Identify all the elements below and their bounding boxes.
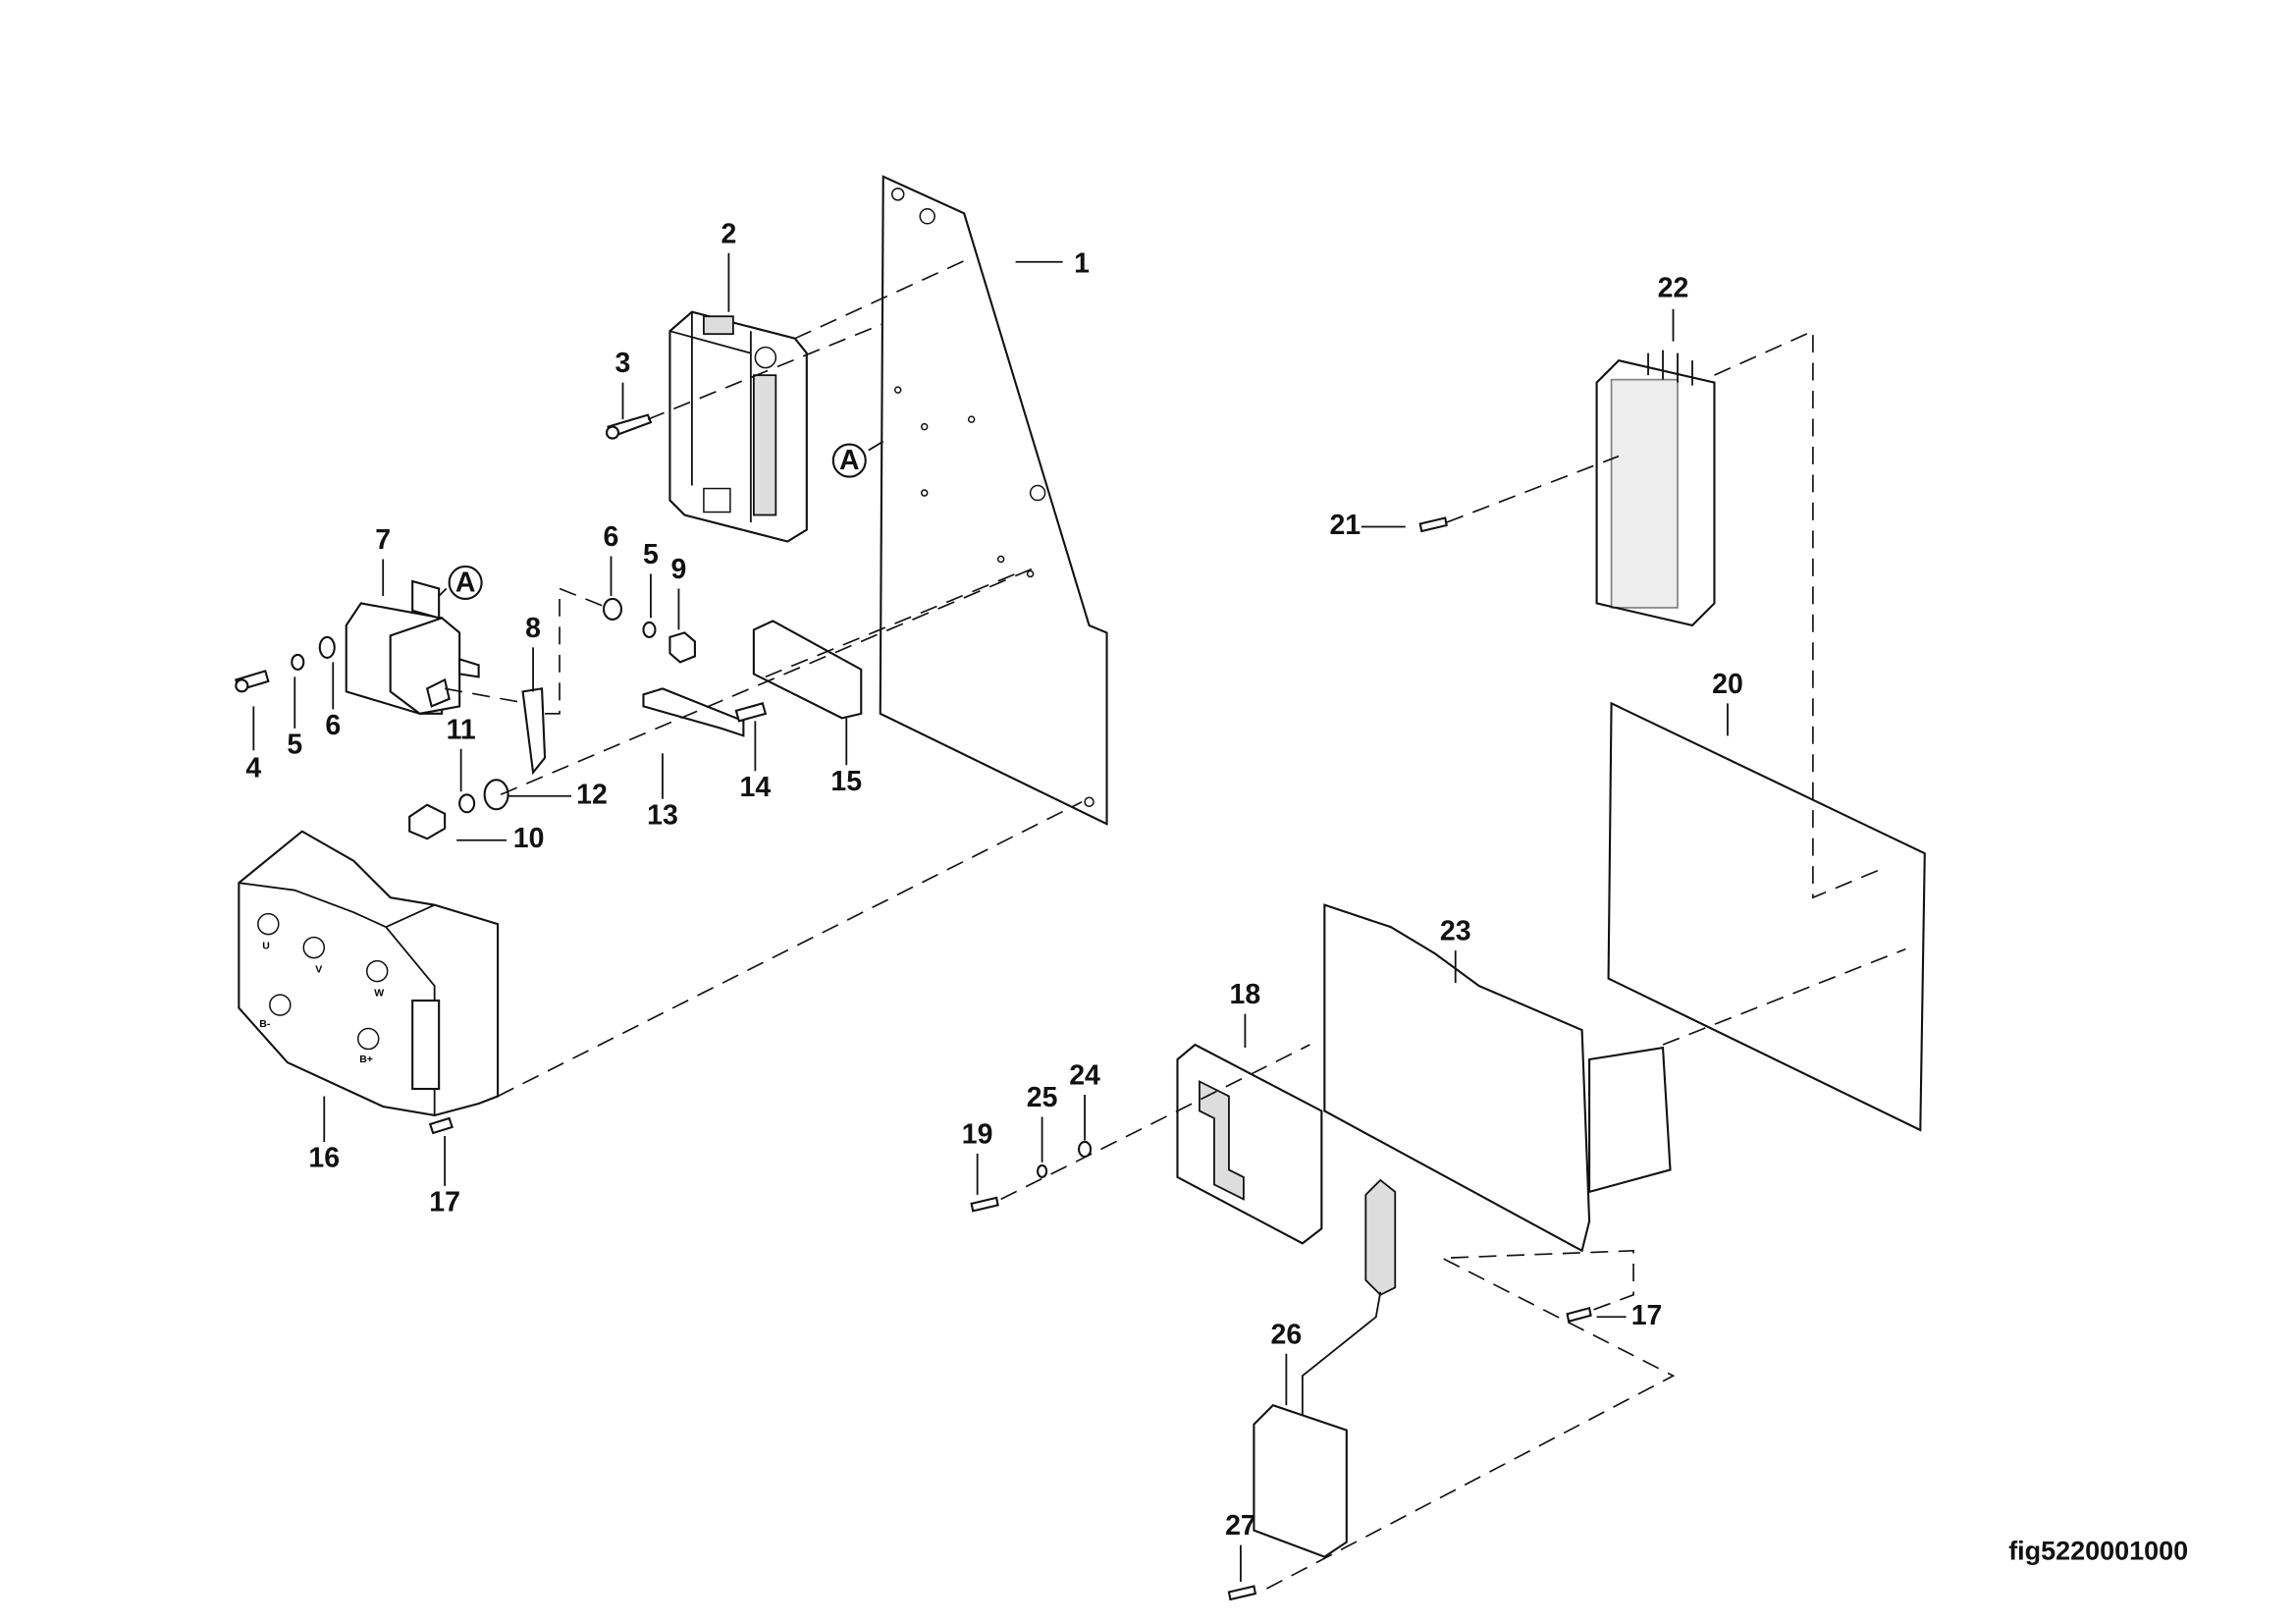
label-part-22: 22 (1658, 273, 1689, 304)
bracket-23 (1323, 903, 1672, 1253)
label-part-17: 17 (429, 1186, 460, 1217)
small-hardware (235, 597, 863, 1135)
svg-text:U: U (262, 942, 270, 952)
svg-text:V: V (315, 965, 322, 976)
leader-lines (252, 252, 1729, 1583)
figure-id: fig5220001000 (2008, 1537, 2188, 1566)
assembly-lines (445, 256, 1906, 1591)
controller-module-2 (668, 310, 808, 543)
label-part-16: 16 (308, 1142, 340, 1173)
screw-3 (605, 413, 653, 440)
motor-controller-16 (238, 830, 500, 1117)
label-part-6: 6 (604, 521, 619, 553)
label-part-17: 17 (1631, 1300, 1663, 1331)
mounting-plate-20 (1607, 701, 1926, 1132)
screw-21 (1418, 516, 1448, 533)
label-part-1: 1 (1074, 247, 1090, 279)
label-part-23: 23 (1440, 916, 1471, 947)
label-part-18: 18 (1230, 979, 1261, 1010)
label-part-12: 12 (576, 779, 608, 810)
label-part-20: 20 (1712, 669, 1743, 700)
label-part-24: 24 (1069, 1060, 1100, 1092)
power-supply-22 (1595, 350, 1716, 627)
label-part-3: 3 (615, 348, 631, 379)
label-part-21: 21 (1329, 510, 1361, 541)
label-part-6: 6 (325, 710, 341, 741)
accelerator-pedal-26 (1253, 1178, 1397, 1558)
label-part-11: 11 (447, 714, 476, 745)
label-part-25: 25 (1027, 1082, 1058, 1113)
label-part-2: 2 (721, 218, 736, 249)
svg-text:A: A (455, 567, 476, 598)
screw-27 (1227, 1585, 1257, 1601)
label-part-7: 7 (375, 524, 391, 556)
screw-19 (970, 1196, 999, 1213)
svg-text:A: A (839, 445, 860, 476)
washer-25 (1037, 1163, 1048, 1178)
label-part-4: 4 (245, 752, 261, 784)
label-part-19: 19 (962, 1118, 993, 1150)
label-part-15: 15 (830, 766, 862, 797)
svg-text:B-: B- (259, 1019, 271, 1030)
svg-text:B+: B+ (359, 1055, 373, 1065)
part-labels: 1 2 3 7 6 5 9 8 4 5 6 11 12 10 13 14 15 … (245, 218, 1742, 1542)
callout-a-plate: A (831, 443, 867, 478)
screw-17b (1566, 1306, 1592, 1324)
contactor-7 (345, 579, 480, 715)
label-part-13: 13 (647, 799, 678, 831)
callout-a-contactor: A (448, 565, 483, 600)
label-part-8: 8 (525, 613, 541, 644)
label-part-9: 9 (671, 554, 687, 585)
label-part-10: 10 (513, 823, 545, 854)
label-part-5: 5 (643, 539, 659, 570)
label-part-5: 5 (287, 729, 302, 760)
label-part-14: 14 (740, 772, 772, 803)
mounting-plate-1 (879, 175, 1108, 826)
terminal-marks: U V W B- B+ (259, 942, 384, 1065)
label-part-26: 26 (1271, 1319, 1303, 1350)
module-18 (1176, 1043, 1323, 1245)
svg-text:W: W (374, 989, 384, 1000)
label-part-27: 27 (1225, 1510, 1256, 1542)
